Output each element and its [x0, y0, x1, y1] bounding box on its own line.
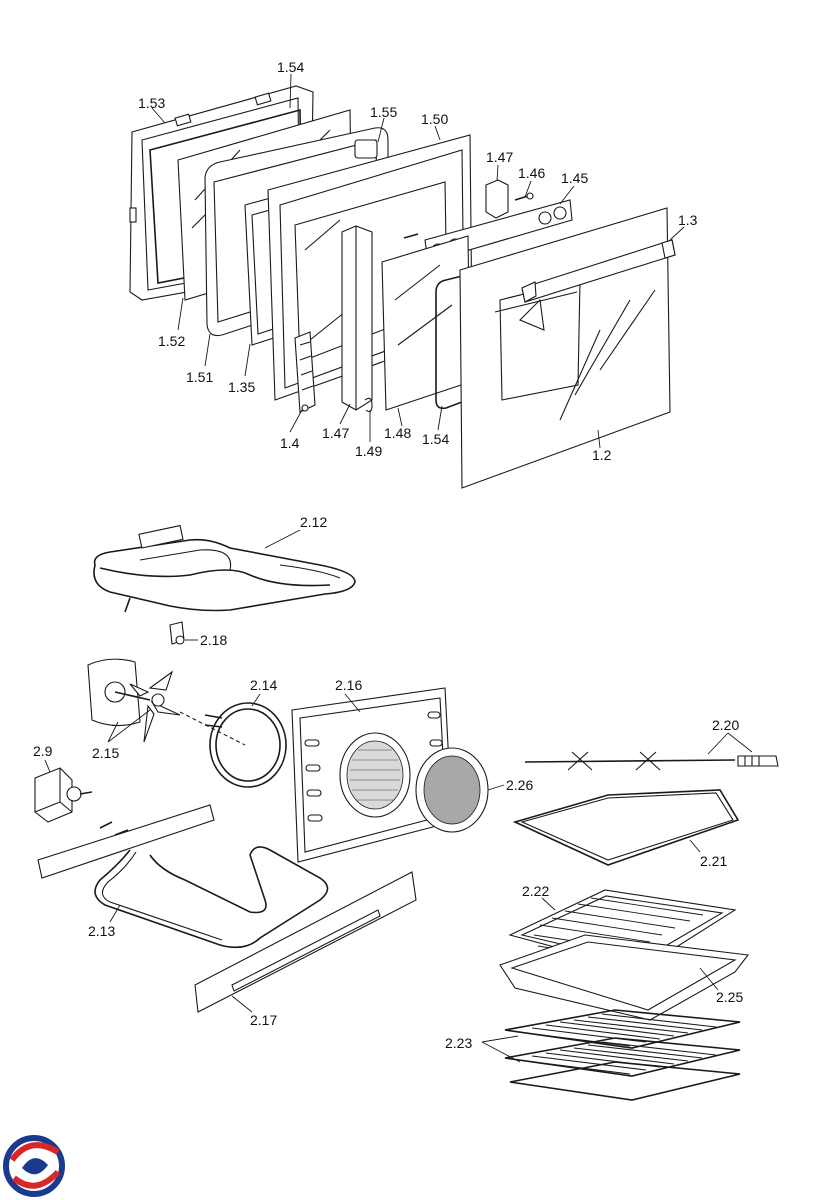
part-2-23-oven-racks [504, 1009, 741, 1101]
label-2-22: 2.22 [522, 883, 549, 899]
part-2-13-bottom-element [37, 804, 329, 949]
part-1-47-bracket-left [341, 225, 373, 411]
label-1-35: 1.35 [228, 379, 255, 395]
part-1-3-handle [521, 239, 676, 303]
label-1-47-bottom: 1.47 [322, 425, 349, 441]
part-1-48-inner-glass [381, 235, 471, 411]
part-labels: 1.53 1.54 1.55 1.50 1.47 1.46 1.45 1.3 1… [33, 59, 743, 1051]
label-1-47-top: 1.47 [486, 149, 513, 165]
part-2-25-tray [499, 934, 750, 1021]
label-2-12: 2.12 [300, 514, 327, 530]
oven-parts [34, 524, 779, 1101]
door-assembly [129, 73, 685, 489]
label-2-23: 2.23 [445, 1035, 472, 1051]
part-2-21-shelf [512, 789, 740, 866]
label-2-17: 2.17 [250, 1012, 277, 1028]
label-2-15: 2.15 [92, 745, 119, 761]
brand-logo-icon [3, 1135, 65, 1197]
part-2-18-clip [169, 621, 185, 645]
label-1-54-lower: 1.54 [422, 431, 449, 447]
label-2-14: 2.14 [250, 677, 277, 693]
label-1-4: 1.4 [280, 435, 300, 451]
label-2-25: 2.25 [716, 989, 743, 1005]
label-1-50: 1.50 [421, 111, 448, 127]
part-1-4-hinge [294, 331, 316, 413]
part-2-20-rotisserie-spit [524, 751, 779, 771]
label-2-26: 2.26 [506, 777, 533, 793]
label-2-13: 2.13 [88, 923, 115, 939]
part-1-2-outer-door [459, 207, 671, 489]
part-2-9-thermostat [34, 767, 93, 823]
part-1-49-spring [364, 397, 373, 413]
label-1-3: 1.3 [678, 212, 698, 228]
part-2-14-circular-element [179, 702, 287, 788]
label-2-16: 2.16 [335, 677, 362, 693]
label-1-54: 1.54 [277, 59, 304, 75]
label-1-51: 1.51 [186, 369, 213, 385]
label-1-52: 1.52 [158, 333, 185, 349]
label-2-20: 2.20 [712, 717, 739, 733]
part-1-47-bracket-top [485, 179, 509, 219]
part-2-16-back-panel [291, 687, 453, 863]
label-1-2: 1.2 [592, 447, 612, 463]
label-1-45: 1.45 [561, 170, 588, 186]
label-2-21: 2.21 [700, 853, 727, 869]
part-2-12-top-element [93, 524, 356, 613]
label-2-18: 2.18 [200, 632, 227, 648]
label-2-9: 2.9 [33, 743, 53, 759]
part-2-26-cover-disc [415, 747, 489, 833]
part-2-17-side-plate [194, 871, 417, 1013]
label-1-46: 1.46 [518, 165, 545, 181]
label-1-53: 1.53 [138, 95, 165, 111]
part-2-15-fan-motor [87, 658, 181, 743]
label-1-55: 1.55 [370, 104, 397, 120]
label-1-48: 1.48 [384, 425, 411, 441]
label-1-49: 1.49 [355, 443, 382, 459]
part-1-46-screw [403, 192, 534, 239]
